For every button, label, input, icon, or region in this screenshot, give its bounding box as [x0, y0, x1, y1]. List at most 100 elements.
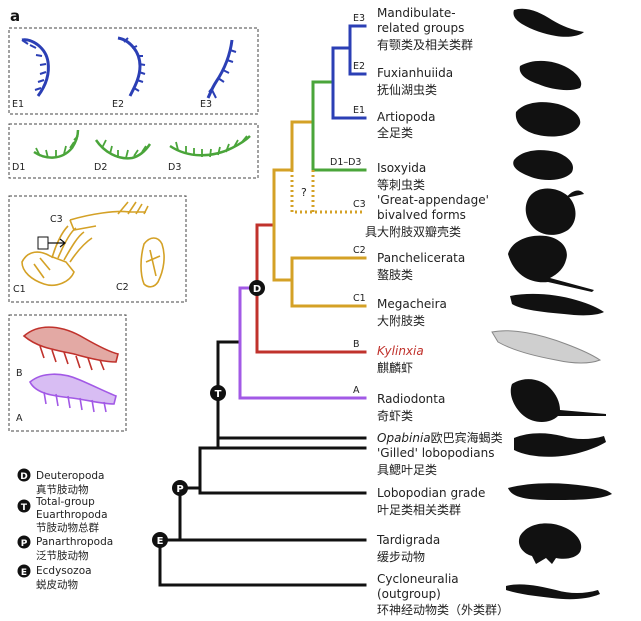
tardigrade-silhouette: [518, 523, 582, 564]
dotted-bivalved-branches: [290, 170, 365, 214]
fuxianhuiida-silhouette: [510, 56, 582, 91]
panel-label-D3: D3: [168, 162, 181, 173]
taxon-gilled: 'Gilled' lobopodians: [377, 446, 494, 460]
branch-E-stem: [331, 46, 352, 84]
branch-kylinxia: [255, 286, 367, 354]
branch-tardigrada: [178, 486, 367, 542]
branch-radiodonta: [238, 340, 367, 400]
appendage-E2-drawing: [117, 36, 146, 97]
branch-T-stem: [216, 340, 242, 395]
legend-P-letter: P: [21, 539, 28, 549]
branch-opabinia: [216, 391, 367, 440]
taxon-lobopodian-grade: Lobopodian grade: [377, 486, 485, 500]
taxon-cycloneuralia: Cycloneuralia: [377, 572, 459, 586]
panel-letter: a: [10, 7, 20, 25]
taxon-megacheira: Megacheira: [377, 297, 447, 311]
appendage-B-drawing: [22, 326, 119, 371]
mandibulate-silhouette: [513, 8, 584, 37]
taxon-artiopoda-cn: 全足类: [377, 125, 413, 140]
legend-T-en2: Euarthropoda: [36, 509, 108, 521]
legend-T-cn: 节肢动物总群: [36, 521, 99, 534]
taxon-kylinxia: Kylinxia: [377, 344, 424, 358]
branch-label-C2: C2: [353, 245, 366, 256]
silhouettes: [491, 8, 612, 600]
legend-D-cn: 真节肢动物: [36, 483, 89, 496]
branch-to-blue: [311, 80, 335, 124]
legend-E-en: Ecdysozoa: [36, 565, 92, 577]
branch-label-E1: E1: [353, 105, 365, 116]
panel-label-C3: C3: [50, 214, 63, 225]
panel-label-D1: D1: [12, 162, 25, 173]
taxon-tardigrada: Tardigrada: [376, 533, 440, 547]
appendage-D1-drawing: [33, 129, 80, 159]
node-E-letter: E: [157, 536, 164, 547]
branch-bivalved-dotted: [290, 170, 365, 214]
panel-AB-box: [8, 314, 127, 432]
branch-label-E3: E3: [353, 13, 365, 24]
node-P: P: [172, 480, 188, 496]
tree-branches: [158, 24, 367, 587]
taxon-great-appendage-2: bivalved forms: [377, 208, 466, 222]
taxon-panchelicerata: Panchelicerata: [377, 251, 465, 265]
taxon-radiodonta-cn: 奇虾类: [377, 409, 413, 423]
appendage-E3-drawing: [206, 39, 237, 99]
taxon-mandibulate: Mandibulate-: [377, 6, 456, 20]
panel-label-E2: E2: [112, 99, 124, 110]
appendage-D2-drawing: [94, 139, 152, 160]
branch-label-C3: C3: [353, 199, 366, 210]
taxon-artiopoda: Artiopoda: [377, 110, 435, 124]
panel-label-E3: E3: [200, 99, 212, 110]
branch-label-E2: E2: [353, 61, 365, 72]
taxon-opabinia-cn: 欧巴宾海蝎类: [431, 430, 503, 445]
branch-lobopodian-grade: [178, 446, 367, 495]
radiodonta-silhouette: [500, 376, 606, 422]
panel-AB: B A: [8, 314, 127, 432]
legend-T-letter: T: [21, 503, 28, 513]
panel-label-E1: E1: [12, 99, 24, 110]
taxon-isoxyida: Isoxyida: [377, 161, 426, 175]
zoom-arrow: [48, 238, 66, 248]
taxon-kylinxia-cn: 麒麟虾: [377, 360, 413, 375]
taxon-lobopodian-grade-cn: 叶足类相关类群: [377, 503, 461, 517]
node-T-letter: T: [215, 389, 222, 400]
appendage-A-drawing: [29, 373, 117, 413]
branch-to-D: [238, 286, 259, 344]
artiopoda-silhouette: [504, 102, 581, 137]
legend-D-en: Deuteropoda: [36, 470, 104, 482]
taxon-panchelicerata-cn: 螯肢类: [377, 267, 413, 282]
branch-outgroup: [158, 538, 367, 587]
branch-megacheira-panchelicerata: [290, 256, 367, 308]
legend-D-letter: D: [20, 472, 27, 482]
panel-C-box: [8, 195, 187, 303]
legend-E-cn: 蜕皮动物: [36, 578, 78, 591]
node-D: D: [249, 280, 265, 296]
taxon-labels: Mandibulate- related groups 有颚类及相关类群 Fux…: [365, 6, 509, 617]
branch-gilled-lobopodians: [198, 391, 367, 450]
branch-fuxianhuiida-mandibulates: [348, 24, 367, 76]
legend-T-en: Total-group: [35, 496, 95, 508]
question-mark: ?: [301, 186, 307, 199]
panel-E-box: [8, 27, 259, 115]
isoxyida-silhouette: [508, 150, 574, 180]
taxon-tardigrada-cn: 缓步动物: [377, 550, 425, 564]
panel-label-B: B: [16, 368, 23, 379]
branch-label-D1D3: D1–D3: [330, 157, 361, 168]
lobopodian-silhouette: [508, 483, 612, 506]
branch-C-upper: [272, 168, 294, 227]
panchelicerata-silhouette: [508, 235, 594, 292]
branch-to-green: [290, 120, 315, 172]
appendage-D3-drawing: [169, 135, 251, 158]
legend-E-letter: E: [21, 568, 27, 578]
opabinia-silhouette: [514, 433, 606, 457]
panel-C: C3 C1 C2: [8, 195, 187, 303]
branch-C-lower: [272, 223, 294, 282]
taxon-great-appendage: 'Great-appendage': [377, 193, 489, 207]
branch-D-stem: [255, 223, 276, 290]
appendage-C1-drawing: [21, 225, 93, 287]
legend-P-cn: 泛节肢动物: [36, 549, 89, 562]
megacheira-silhouette: [502, 292, 604, 316]
cycloneuralia-silhouette: [506, 584, 600, 600]
node-E: E: [152, 532, 168, 548]
taxon-isoxyida-cn: 等刺虫类: [377, 178, 425, 192]
taxon-megacheira-cn: 大附肢类: [377, 313, 425, 328]
